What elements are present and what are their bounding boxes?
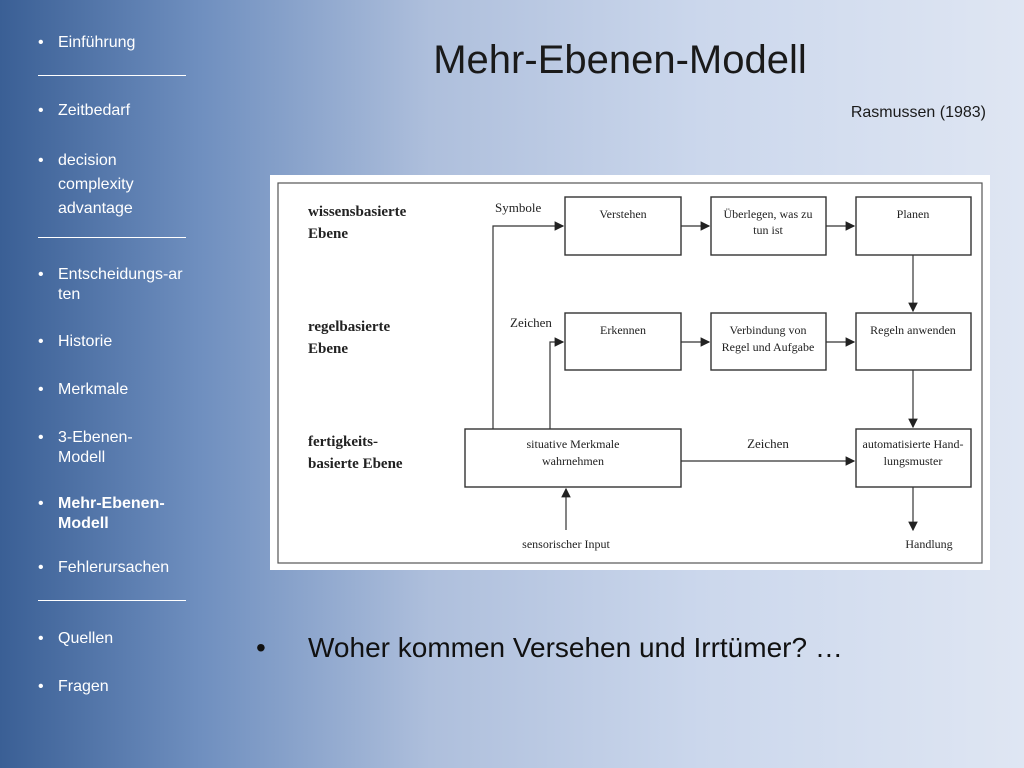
arrow-zeichen-rule <box>549 337 565 429</box>
nav-item-label: Quellen <box>58 630 114 647</box>
citation: Rasmussen (1983) <box>850 104 986 121</box>
box-ueberlegen-text: Überlegen, was zu <box>724 207 813 221</box>
page-title: Mehr-Ebenen-Modell <box>433 38 807 82</box>
box-situative-text: wahrnehmen <box>542 454 604 468</box>
bullet-icon: • <box>256 632 266 663</box>
nav-item-zeitbedarf[interactable]: • Zeitbedarf <box>38 101 188 121</box>
nav-divider <box>38 237 186 238</box>
nav-item-quellen[interactable]: • Quellen <box>38 629 188 649</box>
bullet-icon: • <box>38 381 44 398</box>
nav-item-label: Zeitbedarf <box>58 102 131 119</box>
nav-item-label: Entscheidungs-arten <box>58 266 183 303</box>
box-automatisierte-handlungsmuster <box>855 428 972 488</box>
bullet-icon: • <box>38 678 44 695</box>
nav-item-mehr-ebenen-modell[interactable]: • Mehr-Ebenen-Modell <box>38 494 188 534</box>
bullet-icon: • <box>38 266 44 283</box>
nav-item-label: Historie <box>58 333 113 350</box>
level-label-rule: Ebene <box>308 341 348 357</box>
level-label-rule: regelbasierte <box>308 319 391 335</box>
nav-item-label: 3-Ebenen-Modell <box>58 429 133 466</box>
box-verbindung <box>710 312 827 371</box>
box-erkennen-text: Erkennen <box>600 323 646 337</box>
bullet-icon: • <box>38 429 44 446</box>
nav-item-entscheidungsarten[interactable]: • Entscheidungs-arten <box>38 265 188 305</box>
box-verstehen <box>564 196 682 256</box>
label-zeichen-rule: Zeichen <box>510 315 552 330</box>
box-auto-text: automatisierte Hand- <box>863 437 964 451</box>
nav-divider <box>38 600 186 601</box>
box-regeln-text: Regeln anwenden <box>870 323 956 337</box>
label-zeichen-skill: Zeichen <box>747 436 789 451</box>
nav-item-label: Einführung <box>58 34 136 51</box>
bullet-icon: • <box>38 495 44 512</box>
bullet-icon: • <box>38 630 44 647</box>
label-handlung: Handlung <box>905 537 952 551</box>
bullet-icon: • <box>38 34 44 51</box>
nav-item-3-ebenen-modell[interactable]: • 3-Ebenen-Modell <box>38 428 188 468</box>
bullet-icon: • <box>38 333 44 350</box>
nav-item-historie[interactable]: • Historie <box>38 332 188 352</box>
nav-item-fehlerursachen[interactable]: • Fehlerursachen <box>38 558 188 578</box>
box-planen <box>855 196 972 256</box>
nav-item-label: Fragen <box>58 678 109 695</box>
box-regeln-anwenden <box>855 312 972 371</box>
level-label-knowledge: wissensbasierte <box>308 204 407 220</box>
nav-item-label: Mehr-Ebenen-Modell <box>58 495 165 532</box>
nav-item-einfuehrung[interactable]: • Einführung <box>38 33 188 53</box>
box-ueberlegen-text: tun ist <box>753 223 783 237</box>
label-sensorischer-input: sensorischer Input <box>522 537 610 551</box>
diagram-svg: wissensbasierte Ebene regelbasierte Eben… <box>277 182 983 564</box>
box-situative-text: situative Merkmale <box>527 437 620 451</box>
nav-item-fragen[interactable]: • Fragen <box>38 677 188 697</box>
box-ueberlegen <box>710 196 827 256</box>
sidebar-nav: • Einführung • Zeitbedarf • decision com… <box>0 0 200 768</box>
nav-item-label: Merkmale <box>58 381 129 398</box>
box-verstehen-text: Verstehen <box>599 207 646 221</box>
bullet-icon: • <box>38 559 44 576</box>
arrow-symbole <box>492 221 565 429</box>
box-verbindung-text: Regel und Aufgabe <box>722 340 815 354</box>
box-erkennen <box>564 312 682 371</box>
nav-item-merkmale[interactable]: • Merkmale <box>38 380 188 400</box>
box-situative-merkmale <box>464 428 682 488</box>
box-planen-text: Planen <box>897 207 930 221</box>
level-label-skill: basierte Ebene <box>308 456 403 472</box>
nav-item-decision-complexity[interactable]: • decision complexity advantage <box>38 149 188 221</box>
nav-divider <box>38 75 186 76</box>
body-bullet-text: Woher kommen Versehen und Irrtümer? … <box>308 632 843 663</box>
rasmussen-diagram: wissensbasierte Ebene regelbasierte Eben… <box>270 175 990 570</box>
nav-item-label: Fehlerursachen <box>58 559 170 576</box>
level-label-knowledge: Ebene <box>308 226 348 242</box>
box-verbindung-text: Verbindung von <box>730 323 807 337</box>
bullet-icon: • <box>38 152 44 169</box>
box-auto-text: lungsmuster <box>884 454 943 468</box>
nav-item-label: decision complexity advantage <box>58 152 134 217</box>
label-symbole: Symbole <box>495 200 541 215</box>
diagram-frame <box>277 182 983 564</box>
level-label-skill: fertigkeits- <box>308 434 378 450</box>
bullet-icon: • <box>38 102 44 119</box>
